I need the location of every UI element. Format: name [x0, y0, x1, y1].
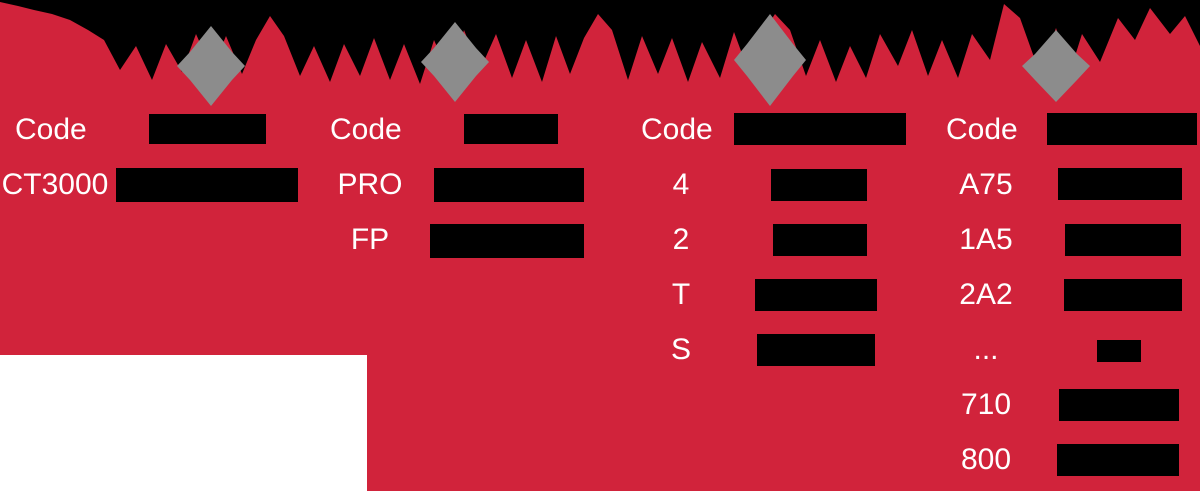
column-3-header-redaction	[734, 113, 906, 145]
column-4-row-6-code: 800	[960, 443, 1012, 476]
white-cutout-block	[0, 355, 367, 491]
diamond-marker-2-icon	[421, 22, 489, 102]
column-3-row-1-code: 4	[672, 168, 690, 201]
column-4-row-5-redaction	[1059, 389, 1179, 421]
diamond-marker-4-icon	[1022, 30, 1090, 102]
diamond-marker-3-icon	[734, 14, 806, 106]
column-4-row-3-code: 2A2	[959, 278, 1013, 311]
column-4-header-redaction	[1047, 113, 1197, 145]
column-3-row-4-code: S	[670, 333, 691, 366]
column-1-header: Code	[15, 113, 87, 146]
column-2-header-redaction	[464, 114, 558, 144]
diamond-marker-1-icon	[177, 26, 245, 106]
column-3-row-2-code: 2	[672, 223, 690, 256]
column-4-row-3-redaction	[1064, 279, 1182, 311]
column-4-row-1-code: A75	[959, 168, 1013, 201]
column-4-row-5-code: 710	[960, 388, 1012, 421]
column-4-row-4-redaction	[1097, 340, 1141, 362]
column-1-header-redaction	[149, 114, 266, 144]
redacted-header-band	[0, 0, 1200, 112]
column-2-row-1-redaction	[434, 168, 584, 202]
column-3-row-4-redaction	[757, 334, 875, 366]
column-3-row-3-code: T	[671, 278, 691, 311]
redaction-mass-path	[0, 0, 1200, 84]
column-4-header: Code	[946, 113, 1018, 146]
column-4-row-4-code: ...	[973, 333, 999, 366]
column-2-row-2-redaction	[430, 224, 584, 258]
column-2-row-1-code: PRO	[337, 168, 403, 201]
column-3-row-3-redaction	[755, 279, 877, 311]
column-4-row-2-code: 1A5	[959, 223, 1013, 256]
column-2-header: Code	[330, 113, 402, 146]
column-3-row-2-redaction	[773, 224, 867, 256]
column-1-row-1-redaction	[116, 168, 298, 202]
column-4-row-1-redaction	[1058, 168, 1182, 200]
column-3-header: Code	[641, 113, 713, 146]
column-2-row-2-code: FP	[350, 223, 390, 256]
column-3-row-1-redaction	[771, 169, 867, 201]
column-4-row-2-redaction	[1065, 224, 1181, 256]
column-4-row-6-redaction	[1057, 444, 1179, 476]
column-1-row-1-code: CT3000	[1, 168, 109, 201]
diamond-marker-group	[177, 14, 1090, 106]
